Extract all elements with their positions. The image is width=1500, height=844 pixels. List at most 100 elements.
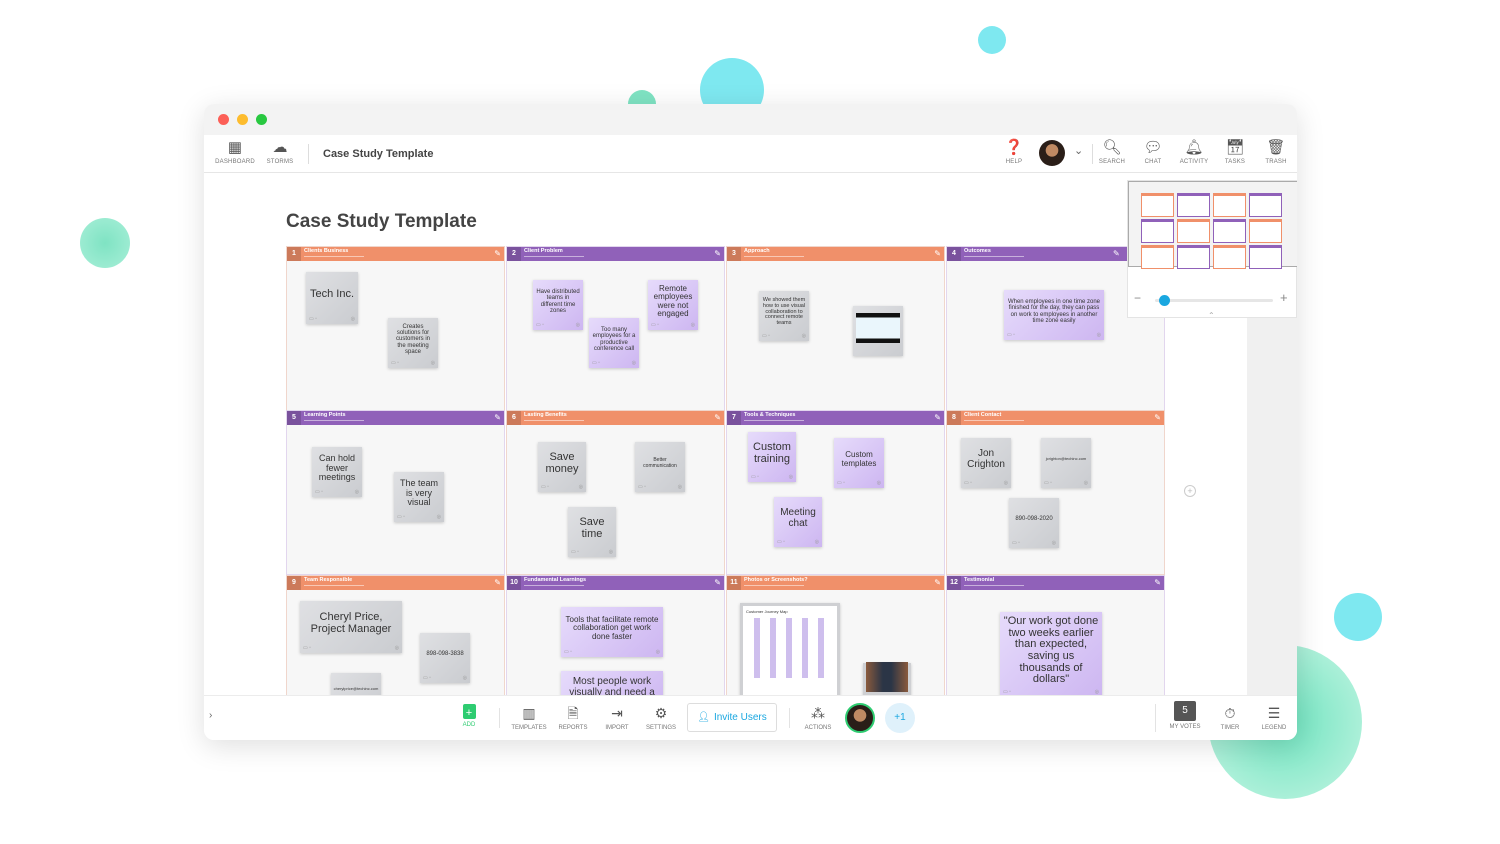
invite-users-button[interactable]: 👤︎Invite Users bbox=[687, 703, 777, 732]
comment-icon[interactable]: ▭ ▫ bbox=[751, 473, 759, 480]
video-thumbnail[interactable] bbox=[856, 312, 900, 343]
chat-button[interactable]: 💬︎CHAT bbox=[1143, 139, 1163, 165]
section-header[interactable]: 1 Clients Business ✎ bbox=[287, 247, 504, 261]
chevron-down-icon[interactable]: ⌄ bbox=[1074, 145, 1084, 157]
edit-icon[interactable]: ✎ bbox=[934, 413, 941, 422]
vote-check-icon[interactable]: ◎ bbox=[462, 674, 467, 681]
edit-icon[interactable]: ✎ bbox=[934, 249, 941, 258]
board-section[interactable]: 7 Tools & Techniques ✎Custom training▭ ▫… bbox=[726, 410, 945, 575]
sticky-note[interactable]: Better communication▭ ▫◎ bbox=[635, 442, 685, 492]
edit-icon[interactable]: ✎ bbox=[714, 578, 721, 587]
vote-check-icon[interactable]: ◎ bbox=[436, 513, 441, 520]
search-button[interactable]: 🔍︎SEARCH bbox=[1098, 139, 1126, 165]
vote-check-icon[interactable]: ◎ bbox=[814, 538, 819, 545]
sticky-note[interactable]: Cheryl Price, Project Manager▭ ▫◎ bbox=[300, 601, 402, 653]
board-section[interactable]: 10 Fundamental Learnings ✎Tools that fac… bbox=[506, 575, 725, 695]
vote-check-icon[interactable]: ◎ bbox=[655, 648, 660, 655]
comment-icon[interactable]: ▭ ▫ bbox=[423, 674, 431, 681]
section-header[interactable]: 10 Fundamental Learnings ✎ bbox=[507, 576, 724, 590]
document-title[interactable]: Case Study Template bbox=[323, 148, 434, 160]
import-button[interactable]: ⇥IMPORT bbox=[605, 705, 629, 731]
collapse-minimap-button[interactable]: ⌃ bbox=[1208, 311, 1215, 320]
timer-button[interactable]: ⏱TIMER bbox=[1220, 705, 1240, 731]
board-section[interactable]: 4 Outcomes ✎ When employees in one time z… bbox=[946, 246, 1165, 411]
sticky-note[interactable]: Remote employees were not engaged▭ ▫◎ bbox=[648, 280, 698, 330]
photo-card[interactable] bbox=[863, 662, 911, 695]
vote-check-icon[interactable]: ◎ bbox=[608, 548, 613, 555]
sticky-note[interactable]: Creates solutions for customers in the m… bbox=[388, 318, 438, 368]
sticky-note[interactable]: When employees in one time zone finished… bbox=[1004, 290, 1104, 340]
board-section[interactable]: 1 Clients Business ✎ Tech Inc.▭ ▫◎ Creates… bbox=[286, 246, 505, 411]
board-section[interactable]: 11 Photos or Screenshots? ✎Customer Jour… bbox=[726, 575, 945, 695]
maximize-window-button[interactable] bbox=[256, 114, 267, 125]
sticky-note[interactable]: 898-098-3838▭ ▫◎ bbox=[420, 633, 470, 683]
scroll-area[interactable] bbox=[1247, 318, 1297, 695]
collaborator-avatar[interactable] bbox=[845, 703, 875, 733]
section-header[interactable]: 8 Client Contact ✎ bbox=[947, 411, 1164, 425]
sticky-note[interactable]: Too many employees for a productive conf… bbox=[589, 318, 639, 368]
board-canvas[interactable]: Case Study Template 1 Clients Business ✎… bbox=[204, 173, 1297, 695]
edit-icon[interactable]: ✎ bbox=[714, 249, 721, 258]
trash-button[interactable]: 🗑︎TRASH bbox=[1265, 139, 1287, 165]
comment-icon[interactable]: ▭ ▫ bbox=[315, 488, 323, 495]
comment-icon[interactable]: ▭ ▫ bbox=[1012, 539, 1020, 546]
comment-icon[interactable]: ▭ ▫ bbox=[837, 479, 845, 486]
vote-check-icon[interactable]: ◎ bbox=[876, 479, 881, 486]
sticky-note[interactable]: Can hold fewer meetings▭ ▫◎ bbox=[312, 447, 362, 497]
comment-icon[interactable]: ▭ ▫ bbox=[564, 648, 572, 655]
sticky-note[interactable]: "Our work got done two weeks earlier tha… bbox=[1000, 612, 1102, 695]
activity-button[interactable]: 🔔︎ACTIVITY bbox=[1179, 139, 1209, 165]
help-button[interactable]: ❓HELP bbox=[1004, 139, 1024, 165]
board-section[interactable]: 12 Testimonial ✎ "Our work got done two w… bbox=[946, 575, 1165, 695]
vote-check-icon[interactable]: ◎ bbox=[1051, 539, 1056, 546]
vote-check-icon[interactable]: ◎ bbox=[578, 483, 583, 490]
reports-button[interactable]: 🗎REPORTS bbox=[558, 705, 588, 731]
comment-icon[interactable]: ▭ ▫ bbox=[536, 321, 544, 328]
vote-check-icon[interactable]: ◎ bbox=[1094, 688, 1099, 695]
add-button[interactable]: +ADD bbox=[444, 704, 494, 728]
edit-icon[interactable]: ✎ bbox=[934, 578, 941, 587]
image-card[interactable]: Customer Journey Map bbox=[740, 603, 840, 695]
vote-check-icon[interactable]: ◎ bbox=[801, 332, 806, 339]
comment-icon[interactable]: ▭ ▫ bbox=[1044, 479, 1052, 486]
zoom-slider[interactable] bbox=[1155, 299, 1273, 302]
vote-check-icon[interactable]: ◎ bbox=[677, 483, 682, 490]
expand-sidebar-button[interactable]: › bbox=[209, 710, 213, 721]
board-section[interactable]: 6 Lasting Benefits ✎Save money▭ ▫◎Better… bbox=[506, 410, 725, 575]
comment-icon[interactable]: ▭ ▫ bbox=[964, 479, 972, 486]
comment-icon[interactable]: ▭ ▫ bbox=[1007, 331, 1015, 338]
comment-icon[interactable]: ▭ ▫ bbox=[397, 513, 405, 520]
comment-icon[interactable]: ▭ ▫ bbox=[638, 483, 646, 490]
comment-icon[interactable]: ▭ ▫ bbox=[651, 321, 659, 328]
vote-check-icon[interactable]: ◎ bbox=[631, 359, 636, 366]
sticky-note[interactable]: cherylprice@techinc.com▭ ▫◎ bbox=[331, 673, 381, 695]
section-header[interactable]: 6 Lasting Benefits ✎ bbox=[507, 411, 724, 425]
vote-check-icon[interactable]: ◎ bbox=[354, 488, 359, 495]
comment-icon[interactable]: ▭ ▫ bbox=[391, 359, 399, 366]
sticky-note[interactable]: Save time▭ ▫◎ bbox=[568, 507, 616, 557]
sticky-note[interactable]: Tech Inc.▭ ▫◎ bbox=[306, 272, 358, 324]
comment-icon[interactable]: ▭ ▫ bbox=[541, 483, 549, 490]
dashboard-button[interactable]: ▦DASHBOARD bbox=[215, 139, 255, 165]
edit-icon[interactable]: ✎ bbox=[1154, 413, 1161, 422]
vote-check-icon[interactable]: ◎ bbox=[1096, 331, 1101, 338]
sticky-note[interactable]: jcrighton@techinc.com▭ ▫◎ bbox=[1041, 438, 1091, 488]
comment-icon[interactable]: ▭ ▫ bbox=[309, 315, 317, 322]
vote-check-icon[interactable]: ◎ bbox=[430, 359, 435, 366]
board-section[interactable]: 8 Client Contact ✎Jon Crighton▭ ▫◎jcrigh… bbox=[946, 410, 1165, 575]
sticky-note[interactable]: 890-098-2020▭ ▫◎ bbox=[1009, 498, 1059, 548]
vote-check-icon[interactable]: ◎ bbox=[575, 321, 580, 328]
section-header[interactable]: 4 Outcomes ✎ bbox=[947, 247, 1164, 261]
edit-icon[interactable]: ✎ bbox=[1113, 249, 1120, 258]
more-users-badge[interactable]: +1 bbox=[885, 703, 915, 733]
comment-icon[interactable]: ▭ ▫ bbox=[571, 548, 579, 555]
edit-icon[interactable]: ✎ bbox=[494, 578, 501, 587]
close-window-button[interactable] bbox=[218, 114, 229, 125]
sticky-note[interactable]: Most people work visually and need a▭ ▫◎ bbox=[561, 671, 663, 695]
section-header[interactable]: 12 Testimonial ✎ bbox=[947, 576, 1164, 590]
templates-button[interactable]: ▥TEMPLATES bbox=[511, 705, 547, 731]
comment-icon[interactable]: ▭ ▫ bbox=[592, 359, 600, 366]
edit-icon[interactable]: ✎ bbox=[494, 249, 501, 258]
sticky-note[interactable]: We showed them how to use visual collabo… bbox=[759, 291, 809, 341]
